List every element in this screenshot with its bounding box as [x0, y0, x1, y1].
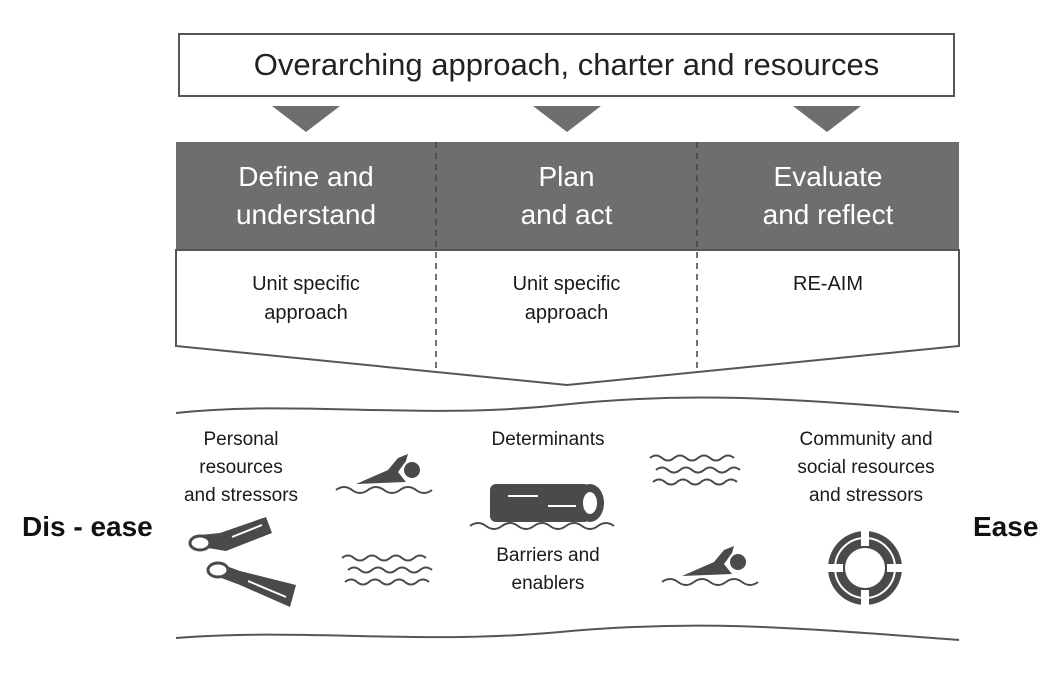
- stage-sub-line: approach: [524, 302, 609, 324]
- overarching-label: Overarching approach, charter and resour…: [253, 47, 880, 82]
- arrow-down-icon: [272, 106, 340, 132]
- river-bank-top: [175, 396, 960, 414]
- side-label-dis-ease: Dis - ease: [22, 511, 153, 542]
- waves-icon: [649, 454, 741, 486]
- log-icon: [469, 484, 615, 530]
- river-bank-bottom: [175, 624, 960, 641]
- stage-sub-line: RE-AIM: [793, 273, 863, 295]
- label-line: enablers: [511, 573, 585, 594]
- label-determinants: Determinants: [491, 429, 605, 450]
- stage-header-define: Define and understand: [176, 142, 436, 250]
- waves-icon: [341, 554, 433, 586]
- stage-title-line: understand: [235, 199, 377, 230]
- label-line: Personal: [203, 429, 279, 450]
- stage-body-shape: [175, 249, 960, 387]
- life-ring-icon: [827, 530, 903, 606]
- label-line: resources: [199, 457, 283, 478]
- stage-sub-evaluate: RE-AIM: [697, 270, 959, 299]
- label-line: Community and: [799, 429, 933, 450]
- stage-sub-line: Unit specific: [252, 273, 360, 295]
- stage-title-line: and reflect: [762, 199, 894, 230]
- arrow-down-icon: [533, 106, 601, 132]
- side-label-ease: Ease: [973, 511, 1039, 542]
- stage-sub-define: Unit specific approach: [176, 270, 436, 328]
- stage-header-plan: Plan and act: [436, 142, 697, 250]
- stage-title-line: Evaluate: [773, 161, 883, 192]
- label-line: Barriers and: [496, 545, 600, 566]
- stage-sub-plan: Unit specific approach: [436, 270, 697, 328]
- stage-title-line: Define and: [238, 161, 374, 192]
- label-personal-resources: Personal resources and stressors: [166, 426, 316, 510]
- label-community-resources: Community and social resources and stres…: [776, 426, 956, 510]
- swimmer-icon: [661, 546, 759, 586]
- flippers-icon: [188, 517, 296, 607]
- stage-header-band: [176, 142, 959, 250]
- stage-title-line: and act: [520, 199, 613, 230]
- label-line: and stressors: [183, 485, 299, 506]
- label-barriers-enablers: Barriers and enablers: [470, 542, 626, 598]
- stage-sub-line: approach: [264, 302, 348, 324]
- overarching-box: Overarching approach, charter and resour…: [178, 33, 955, 97]
- stage-title-line: Plan: [538, 161, 595, 192]
- arrow-down-icon: [793, 106, 861, 132]
- swimmer-icon: [335, 454, 433, 494]
- stage-sub-line: Unit specific: [512, 273, 621, 295]
- label-line: social resources: [797, 457, 935, 478]
- label-line: and stressors: [808, 485, 924, 506]
- stage-header-evaluate: Evaluate and reflect: [697, 142, 959, 250]
